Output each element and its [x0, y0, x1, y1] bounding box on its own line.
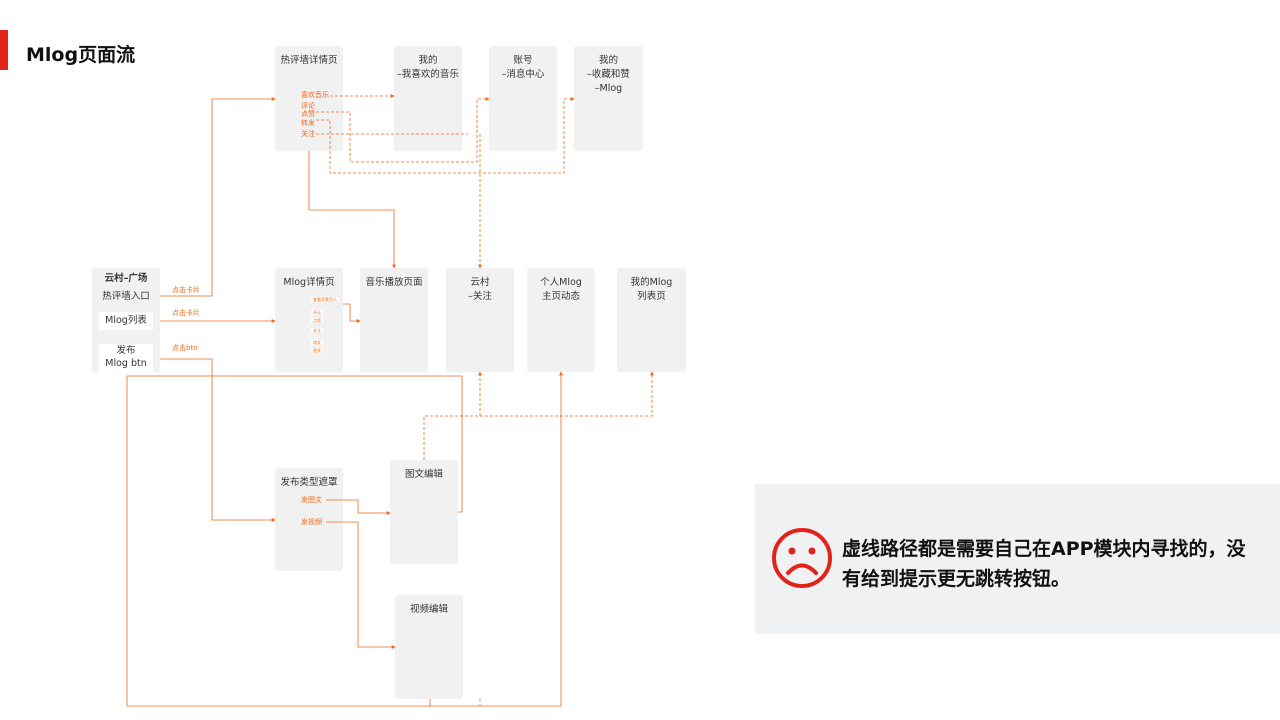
chip-comment: 评论: [311, 310, 323, 315]
screen-title: 视频编辑: [409, 604, 448, 615]
screen-personal-mlog: 个人Mlog 主页动态: [527, 268, 595, 372]
screen-publish-type-mask: 发布类型遮罩: [275, 468, 343, 571]
screen-cloud-village-follow: 云村 –关注: [446, 268, 514, 372]
screen-title: 图文编辑: [404, 469, 443, 480]
screen-title: 音乐播放页面: [365, 277, 423, 288]
screen-title: 发布类型遮罩: [280, 477, 338, 488]
action-follow: 关注: [301, 130, 315, 138]
action-post-video: 发视频: [301, 518, 322, 526]
screen-mlog-detail: Mlog详情页: [275, 268, 343, 372]
screen-title: 我的Mlog 列表页: [630, 277, 673, 302]
title-accent-bar: [0, 30, 8, 70]
entry-panel-cloud-village-square: 云村–广场 热评墙入口 Mlog列表 发布 Mlog btn: [92, 268, 160, 372]
chip-upvote: 点赞: [311, 318, 323, 323]
publish-mlog-button[interactable]: 发布 Mlog btn: [99, 344, 153, 372]
screen-title: 云村 –关注: [468, 277, 492, 302]
screen-my-mlog-list: 我的Mlog 列表页: [617, 268, 686, 372]
page-title: Mlog页面流: [26, 44, 136, 66]
chip-more: 更多: [311, 348, 323, 353]
screen-title: 热评墙详情页: [280, 55, 338, 66]
screen-my-favorites: 我的 –收藏和赞 –Mlog: [574, 46, 643, 151]
screen-hot-wall-detail: 热评墙详情页: [275, 46, 343, 151]
screen-title: Mlog详情页: [283, 277, 335, 288]
link-label-click-card: 点击卡片: [172, 286, 200, 294]
screen-music-player: 音乐播放页面: [360, 268, 428, 372]
screen-account-messages: 账号 –消息中心: [489, 46, 557, 151]
chip-background-music: 查看背景音乐: [311, 297, 339, 302]
link-label-click-btn: 点击btn: [172, 344, 198, 352]
screen-title: 个人Mlog 主页动态: [540, 277, 582, 302]
chip-repost: 转发: [311, 340, 323, 345]
screen-image-text-edit: 图文编辑: [390, 460, 458, 564]
mlog-list-entry[interactable]: Mlog列表: [99, 312, 153, 330]
screen-my-liked-music: 我的 –我喜欢的音乐: [394, 46, 462, 151]
sad-face-icon: [772, 528, 832, 588]
screen-title: 账号 –消息中心: [501, 55, 545, 80]
note-text: 虚线路径都是需要自己在APP模块内寻找的，没有给到提示更无跳转按钮。: [842, 538, 1246, 590]
action-upvote: 点赞: [301, 110, 315, 118]
screen-title: 我的 –我喜欢的音乐: [397, 55, 459, 80]
note-panel: [755, 484, 1280, 634]
action-like-music: 喜欢音乐: [301, 91, 329, 99]
hot-comment-entry[interactable]: 热评墙入口: [102, 291, 150, 302]
action-post-image: 发图文: [301, 496, 322, 504]
action-comment: 评论: [301, 102, 315, 110]
chip-follow: 关注: [311, 328, 323, 333]
action-repost: 转发: [301, 119, 315, 127]
screen-title: 我的 –收藏和赞 –Mlog: [587, 55, 630, 94]
link-label-click-card: 点击卡片: [172, 309, 200, 317]
entry-header: 云村–广场: [104, 273, 148, 284]
screen-video-edit: 视频编辑: [395, 595, 463, 699]
